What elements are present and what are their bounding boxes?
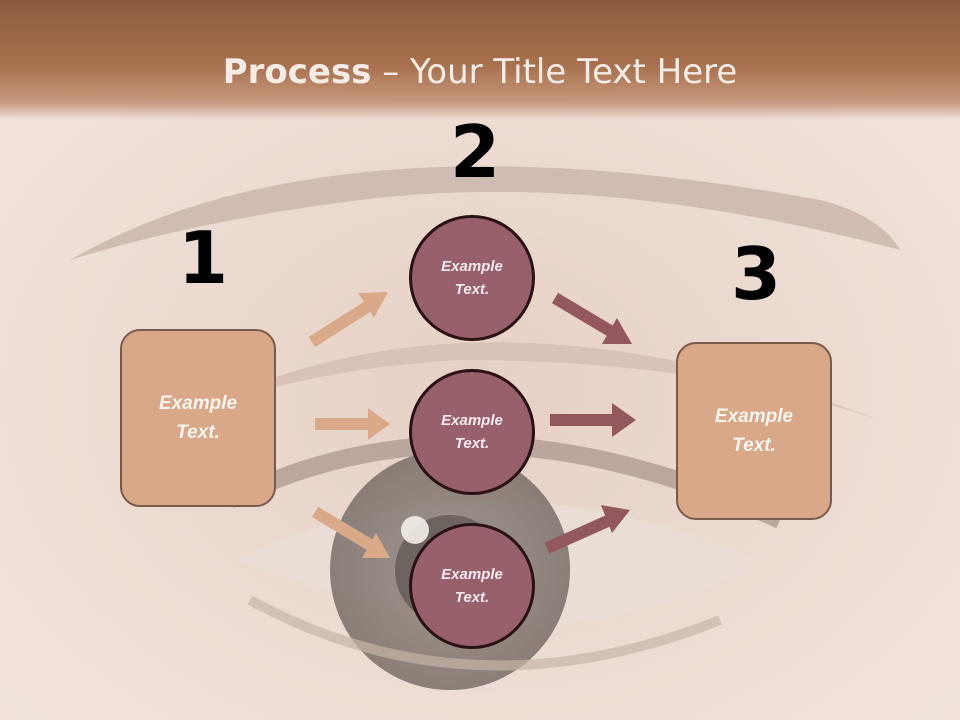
step-3-label: Example Text. xyxy=(714,406,794,456)
step-2-circle-middle: Example Text. xyxy=(409,369,535,495)
circle-bottom-label: Example Text. xyxy=(441,566,503,606)
slide-title: Process – Your Title Text Here xyxy=(0,52,960,92)
circle-middle-label: Example Text. xyxy=(441,412,503,452)
arrow-box1-to-circle2 xyxy=(315,408,390,440)
arrow-box1-to-circle3 xyxy=(311,506,390,558)
step-number-3: 3 xyxy=(731,232,782,316)
circle-top-label: Example Text. xyxy=(441,258,503,298)
step-number-2: 2 xyxy=(450,110,501,194)
step-2-circle-bottom: Example Text. xyxy=(409,523,535,649)
step-1-box: Example Text. xyxy=(120,329,276,507)
arrow-box1-to-circle1 xyxy=(308,292,388,348)
title-bold: Process xyxy=(222,52,372,92)
title-rest: – Your Title Text Here xyxy=(371,52,738,92)
title-bar xyxy=(0,0,960,120)
step-3-box: Example Text. xyxy=(676,342,832,520)
arrow-circle2-to-box3 xyxy=(550,403,636,437)
step-number-1: 1 xyxy=(178,216,229,300)
step-1-label: Example Text. xyxy=(158,393,238,443)
arrow-circle1-to-box3 xyxy=(551,292,632,344)
step-2-circle-top: Example Text. xyxy=(409,215,535,341)
arrow-circle3-to-box3 xyxy=(544,505,630,554)
